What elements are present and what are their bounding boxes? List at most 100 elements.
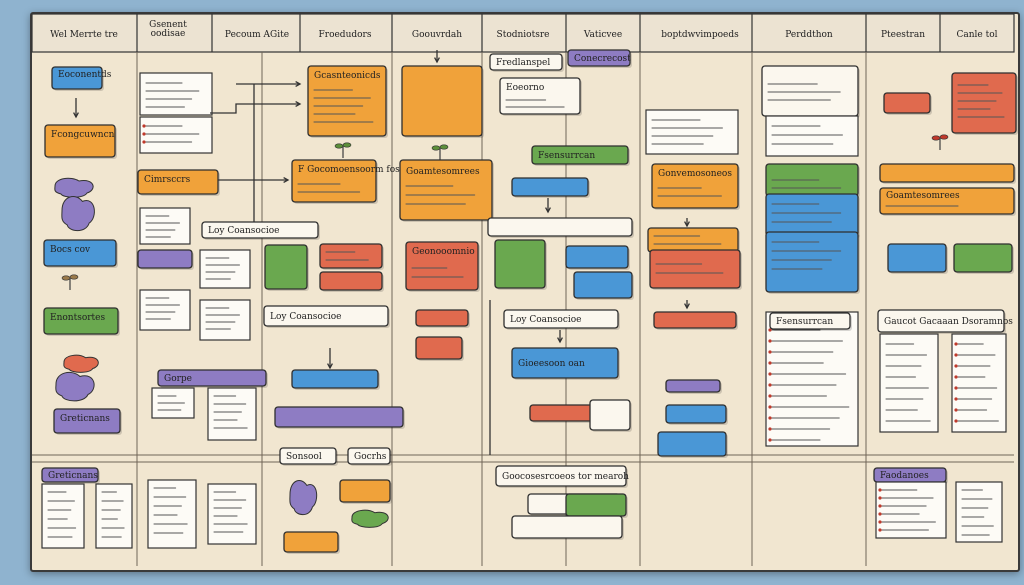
- bullet-dot: [878, 496, 882, 500]
- column-header-3: Goouvrdah: [412, 30, 462, 40]
- bullet-dot: [954, 408, 958, 412]
- sprout-icon-2: [431, 144, 449, 160]
- note-17: [274, 406, 404, 428]
- bullet-dot: [142, 140, 146, 144]
- flower-icon: [931, 134, 949, 150]
- doc-5: [139, 289, 191, 331]
- note-44-lines: [957, 84, 1005, 118]
- red-blob: [63, 354, 99, 373]
- doc-17-lines: [153, 487, 188, 534]
- doc-18: [207, 483, 257, 545]
- note-20-lines: [411, 267, 464, 278]
- column-header-2: Froedudors: [319, 30, 372, 40]
- connector-9-arrowhead: [684, 221, 690, 228]
- bullet-dot: [954, 353, 958, 357]
- note-24-label: Fsensurrcan: [538, 151, 595, 161]
- column-header-row: [31, 13, 1015, 53]
- note-54: [565, 493, 627, 517]
- doc-6: [199, 299, 251, 341]
- doc-9-lines: [651, 119, 723, 145]
- note-20-label: Geonooomnio: [412, 247, 475, 257]
- note-1: [51, 66, 103, 90]
- note-34-lines: [657, 187, 722, 197]
- note-23-lines: [505, 99, 565, 108]
- note-40: [657, 431, 727, 457]
- snail-icon: [61, 274, 79, 290]
- column-header-1: Pecoum AGite: [225, 30, 289, 40]
- doc-8: [207, 387, 257, 441]
- note-35-lines: [653, 235, 722, 245]
- bullet-dot: [142, 132, 146, 136]
- note-31: [511, 347, 619, 379]
- doc-7-lines: [157, 395, 185, 411]
- column-header-4: Stodniotsre: [497, 30, 550, 40]
- doc-12: [765, 311, 859, 447]
- note-39: [665, 404, 727, 424]
- bottom-label-3: [495, 465, 627, 487]
- bullet-dot: [954, 397, 958, 401]
- bottom-tag-label: Greticnans: [48, 471, 98, 481]
- bullet-dot: [768, 372, 772, 376]
- note-3-label: Bocs cov: [50, 245, 91, 255]
- note-52: [283, 531, 339, 553]
- bullet-dot: [768, 383, 772, 387]
- bullet-dot: [142, 124, 146, 128]
- connector-5-arrowhead: [327, 363, 333, 370]
- connector-6-arrowhead: [434, 57, 440, 64]
- note-3: [43, 239, 117, 267]
- note-45: [879, 163, 1015, 183]
- note-6-label: Cimrsccrs: [144, 175, 191, 185]
- doc-1-lines: [145, 82, 200, 108]
- note-10-lines: [297, 183, 361, 193]
- bullet-dot: [768, 416, 772, 420]
- bottom-tag-2-label: Faodanoes: [880, 471, 929, 481]
- purple-blob-1: [54, 177, 94, 198]
- note-22: [415, 336, 463, 360]
- note-29: [573, 271, 633, 299]
- note-6: [137, 169, 219, 195]
- bullet-dot: [768, 394, 772, 398]
- column-header-8: Pteestran: [881, 30, 925, 40]
- doc-19-lines: [881, 489, 936, 531]
- column-header-9: Canle tol: [956, 30, 997, 40]
- note-15: [263, 305, 389, 327]
- sprout-leaf: [431, 145, 441, 151]
- doc-10: [761, 65, 859, 117]
- doc-17: [147, 479, 197, 549]
- bullet-dot: [768, 438, 772, 442]
- doc-3: [139, 207, 191, 245]
- connector-2-arrowhead: [295, 101, 302, 107]
- note-33: [589, 399, 631, 431]
- bullet-dot: [768, 427, 772, 431]
- sprout-leaf: [69, 274, 79, 280]
- note-19-label: Goamtesomrees: [406, 167, 480, 177]
- bullet-dot: [878, 504, 882, 508]
- note-8: [157, 369, 267, 387]
- note-15-label: Loy Coansocioe: [270, 312, 342, 322]
- note-2: [44, 124, 116, 158]
- note-14: [319, 271, 383, 291]
- sprout-icon-1: [334, 142, 352, 158]
- freelanse-tag: [489, 53, 563, 71]
- doc-8-lines: [213, 395, 248, 429]
- note-5: [53, 408, 121, 434]
- green-blob: [351, 509, 389, 528]
- doc-14-bullets: [954, 342, 958, 423]
- doc-13: [879, 333, 939, 433]
- bottom-label-1: [279, 447, 337, 465]
- column-subtitle-line2: oodisae: [151, 29, 186, 39]
- doc-11: [765, 115, 859, 157]
- note-55: [511, 515, 623, 539]
- note-51: [339, 479, 391, 503]
- doc-12-title: [769, 312, 851, 330]
- note-43-lines: [771, 241, 842, 270]
- doc-5-lines: [145, 297, 180, 320]
- note-35: [647, 227, 739, 253]
- sprout-leaf: [342, 142, 352, 148]
- note-13: [319, 243, 383, 269]
- column-header-0: Wel Merrte tre: [50, 30, 118, 40]
- note-23-label: Eoeorno: [506, 83, 544, 93]
- doc-18-lines: [213, 491, 248, 533]
- note-30-label: Loy Coansocioe: [510, 315, 582, 325]
- connector-8-arrowhead: [557, 337, 563, 344]
